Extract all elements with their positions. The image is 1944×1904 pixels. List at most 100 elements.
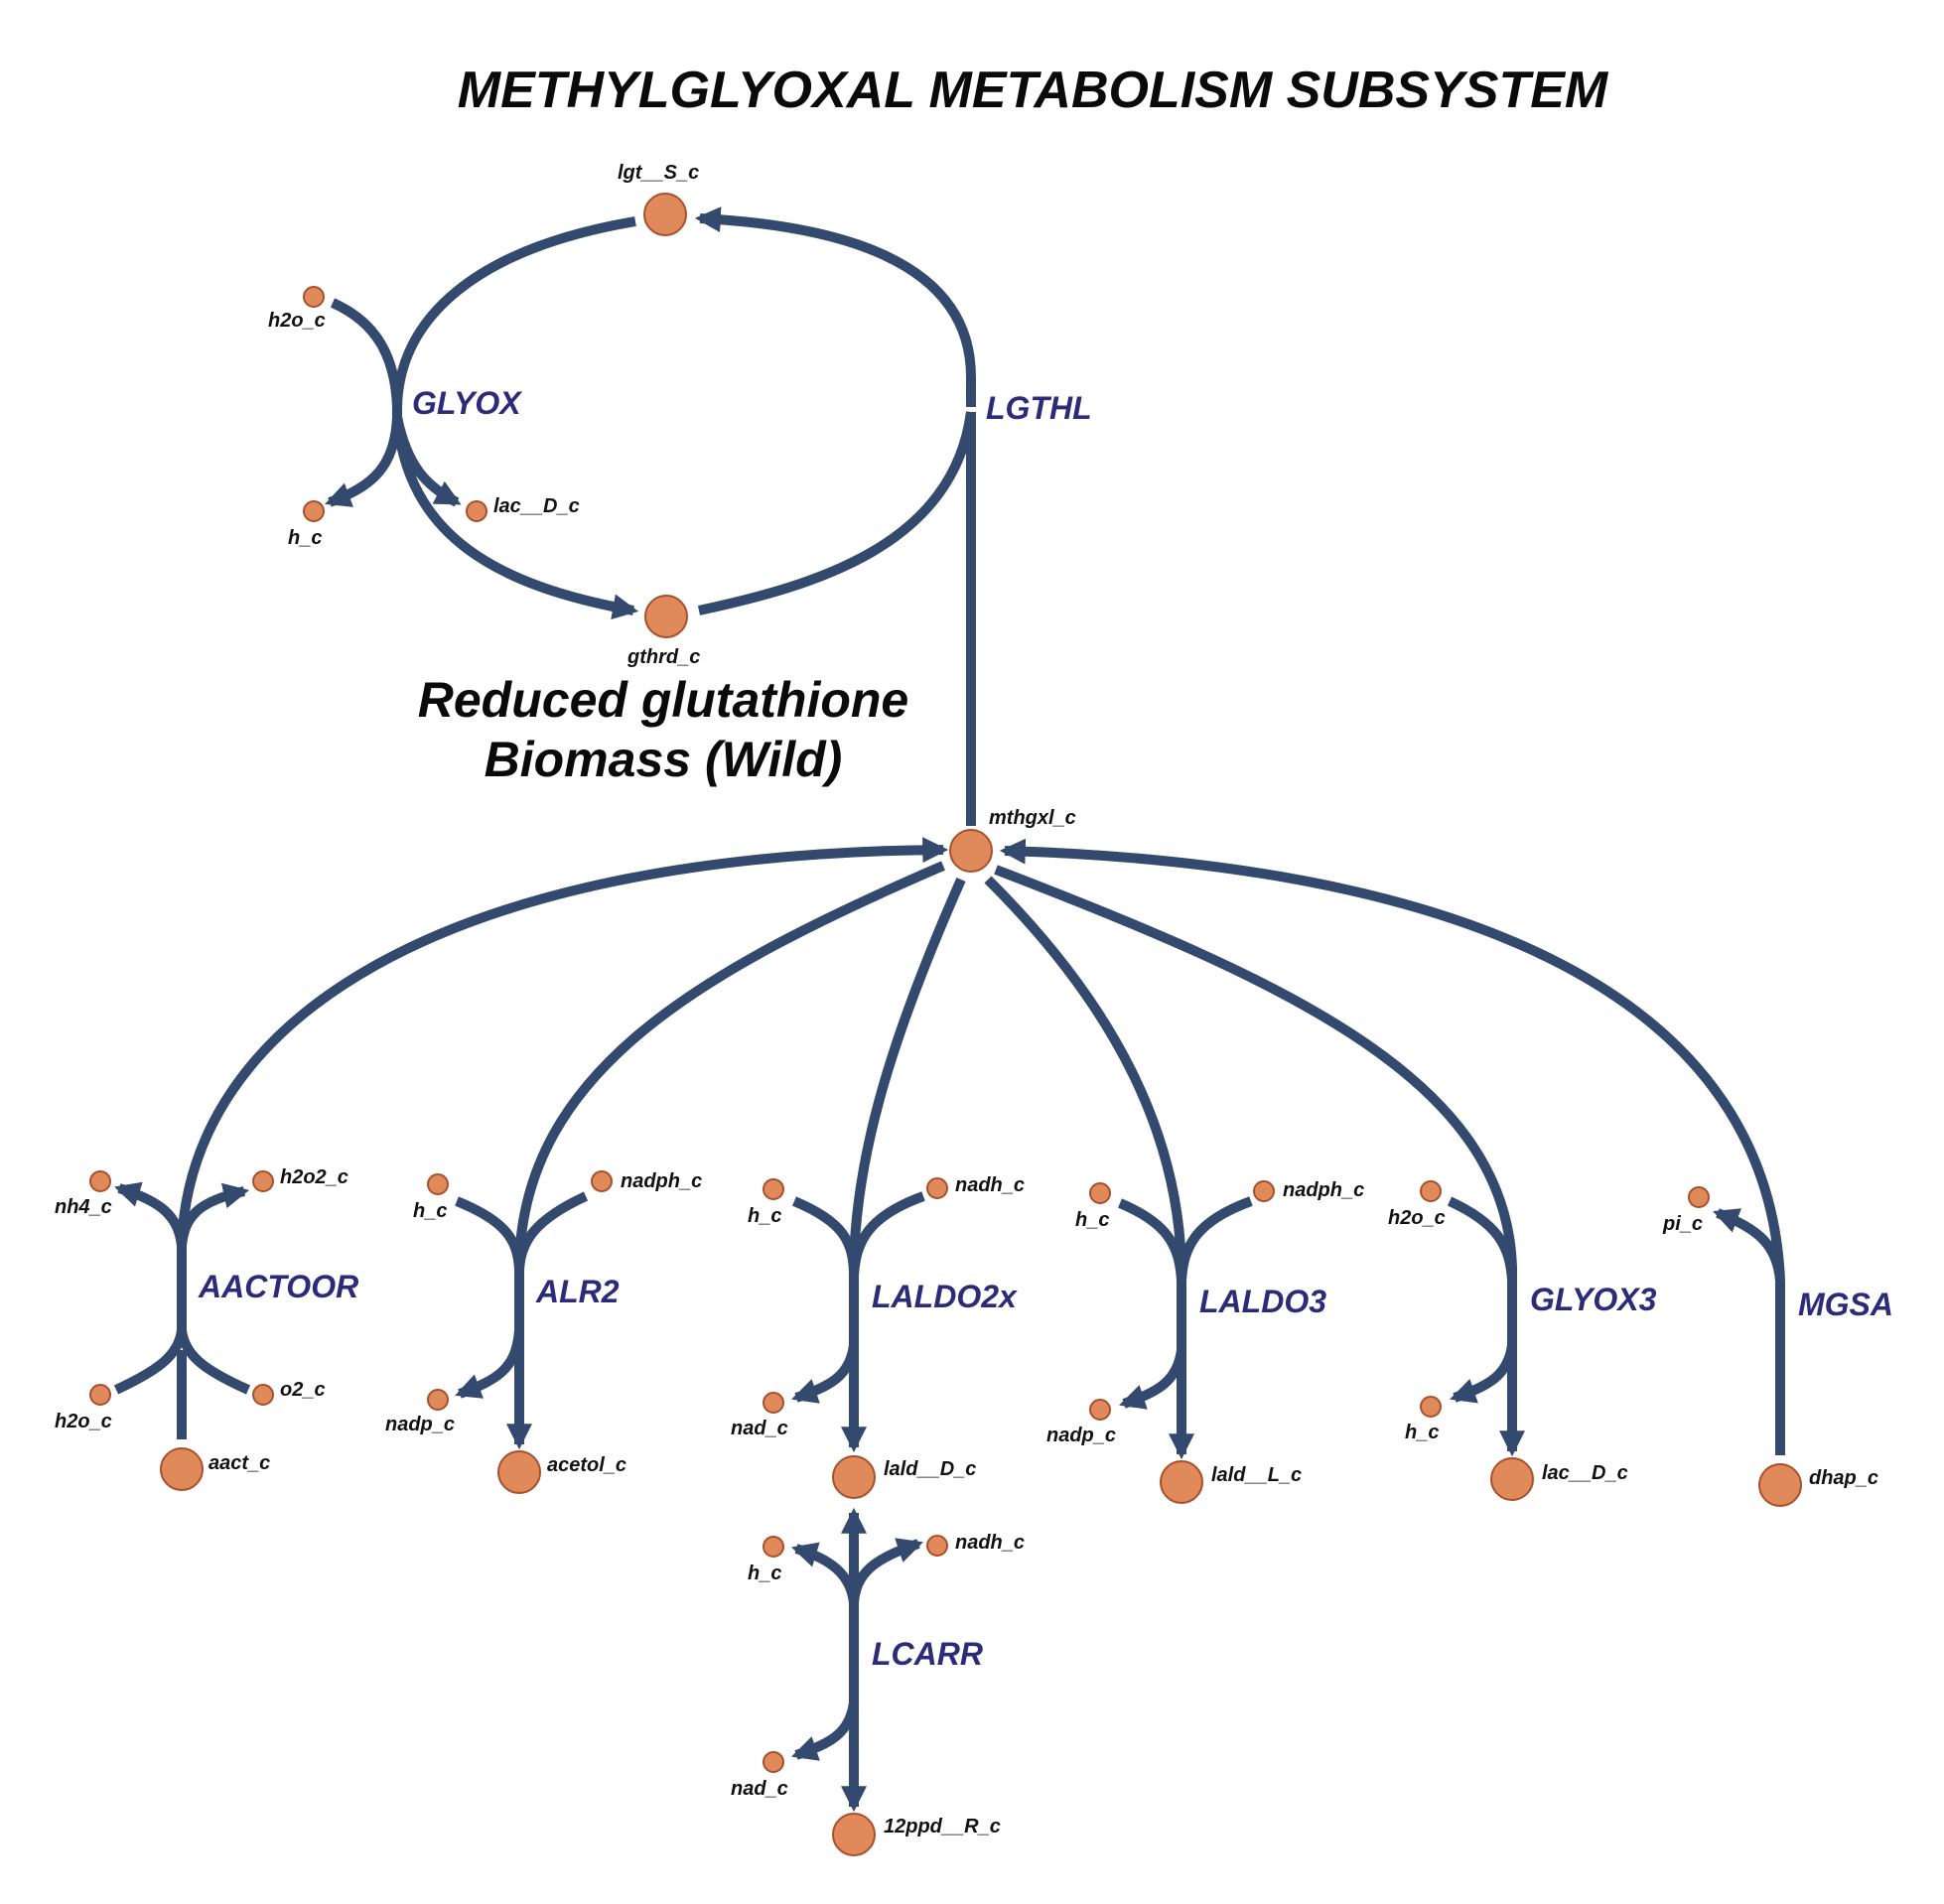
node-aa-o2[interactable] [252, 1384, 274, 1406]
label-glyox-h: h_c [288, 527, 322, 549]
caption-line-2: Biomass (Wild) [485, 732, 843, 787]
node-lgt-S-c[interactable] [643, 193, 687, 236]
label-alr-nadph: nadph_c [621, 1170, 702, 1192]
edge-lcarr-nad[interactable] [791, 1701, 859, 1761]
reaction-aactoor[interactable]: AACTOOR [198, 1269, 358, 1304]
edges [113, 206, 1785, 1813]
label-l3-nadph: nadph_c [1283, 1179, 1364, 1201]
node-12ppd-R-c[interactable] [832, 1813, 876, 1856]
node-glyox-h2o[interactable] [303, 286, 325, 308]
diagram-title: METHYLGLYOXAL METABOLISM SUBSYSTEM [458, 62, 1609, 119]
edge-alr2-mthgxl[interactable] [514, 861, 945, 1262]
node-mthgxl-c[interactable] [949, 829, 993, 873]
label-glyox-lac: lac__D_c [493, 495, 580, 517]
node-gthrd-c[interactable] [644, 595, 688, 638]
edge-glyox-h[interactable] [325, 416, 402, 507]
label-lald-L-c: lald__L_c [1211, 1464, 1302, 1486]
reaction-lcarr[interactable]: LCARR [872, 1636, 983, 1672]
edge-laldo2x-nadh[interactable] [849, 1191, 925, 1277]
node-l3-h[interactable] [1089, 1182, 1111, 1204]
edge-aactoor-nh4[interactable] [114, 1181, 187, 1247]
edge-lgthl-gthrd[interactable] [697, 411, 976, 615]
reaction-laldo3[interactable]: LALDO3 [1199, 1284, 1326, 1319]
edge-mgsa-mthgxl[interactable] [999, 838, 1785, 1282]
node-lac-D-c[interactable] [1490, 1457, 1534, 1501]
node-l3-nadp[interactable] [1089, 1399, 1111, 1421]
node-aact-c[interactable] [160, 1447, 204, 1491]
edge-lgthl-lgt-arc[interactable] [694, 206, 976, 378]
node-aa-h2o2[interactable] [252, 1170, 274, 1192]
node-lald-L-c[interactable] [1160, 1460, 1203, 1504]
node-alr-nadph[interactable] [591, 1170, 613, 1192]
node-lc-h[interactable] [763, 1536, 784, 1558]
label-aa-h2o: h2o_c [55, 1411, 112, 1432]
node-l2-nadh[interactable] [926, 1177, 948, 1199]
edge-aactoor-h2o[interactable] [113, 1329, 187, 1395]
label-l3-h: h_c [1075, 1209, 1109, 1231]
edge-aactoor-o2[interactable] [177, 1329, 251, 1395]
edge-lcarr-h[interactable] [791, 1542, 859, 1604]
edge-laldo3-mthgxl[interactable] [984, 876, 1186, 1272]
node-alr-nadp[interactable] [427, 1389, 449, 1411]
label-aa-h2o2: h2o2_c [280, 1166, 348, 1188]
metabolite-labels: lgt__S_c gthrd_c mthgxl_c h2o_c h_c lac_… [55, 162, 1878, 1837]
edge-laldo2x-h[interactable] [792, 1196, 859, 1277]
reaction-alr2[interactable]: ALR2 [535, 1274, 620, 1309]
node-g3-h2o[interactable] [1420, 1180, 1442, 1202]
node-acetol-c[interactable] [497, 1450, 541, 1494]
edge-glyox-h2o[interactable] [330, 298, 402, 408]
label-mg-pi: pi_c [1662, 1213, 1703, 1235]
label-l2-nadh: nadh_c [955, 1174, 1025, 1196]
reaction-lgthl[interactable]: LGTHL [986, 390, 1092, 426]
node-alr-h[interactable] [427, 1173, 449, 1195]
reaction-glyox[interactable]: GLYOX [412, 385, 522, 421]
node-glyox-h[interactable] [303, 500, 325, 522]
label-g3-h: h_c [1405, 1422, 1439, 1443]
reaction-glyox3[interactable]: GLYOX3 [1530, 1282, 1657, 1317]
reaction-laldo2x[interactable]: LALDO2x [872, 1279, 1018, 1314]
label-gthrd-c: gthrd_c [626, 646, 700, 668]
node-l2-h[interactable] [763, 1178, 784, 1200]
edge-alr2-h[interactable] [455, 1196, 524, 1272]
edge-alr2-nadp[interactable] [455, 1329, 524, 1399]
label-l2-nad: nad_c [731, 1418, 788, 1439]
node-l3-nadph[interactable] [1253, 1180, 1275, 1202]
edge-aactoor-mthgxl[interactable] [177, 837, 949, 1247]
node-aa-h2o[interactable] [89, 1384, 111, 1406]
node-mg-pi[interactable] [1688, 1186, 1710, 1208]
node-lald-D-c[interactable] [832, 1455, 876, 1499]
edge-laldo2x-nad[interactable] [791, 1344, 859, 1404]
node-g3-h[interactable] [1420, 1396, 1442, 1418]
label-lc-nad: nad_c [731, 1778, 788, 1800]
label-aa-o2: o2_c [280, 1379, 326, 1401]
node-lc-nadh[interactable] [926, 1535, 948, 1557]
node-glyox-lac[interactable] [466, 500, 487, 522]
label-alr-h: h_c [413, 1200, 447, 1222]
label-lald-D-c: lald__D_c [884, 1458, 976, 1480]
label-lc-h: h_c [748, 1563, 781, 1584]
edge-laldo3-nadph[interactable] [1177, 1196, 1253, 1282]
label-aact-c: aact_c [208, 1452, 270, 1474]
reaction-mgsa[interactable]: MGSA [1798, 1287, 1893, 1322]
edge-glyox-lgt[interactable] [392, 216, 636, 408]
node-lc-nad[interactable] [763, 1751, 784, 1773]
label-acetol-c: acetol_c [547, 1454, 626, 1476]
edge-glyox3-h[interactable] [1450, 1344, 1517, 1404]
label-glyox-h2o: h2o_c [268, 310, 326, 332]
node-dhap-c[interactable] [1758, 1463, 1802, 1507]
edge-glyox-gthrd[interactable] [392, 416, 639, 620]
label-alr-nadp: nadp_c [385, 1414, 455, 1435]
edge-laldo3-nadp[interactable] [1119, 1349, 1186, 1410]
label-12ppd-R-c: 12ppd__R_c [884, 1816, 1001, 1837]
label-l2-h: h_c [748, 1205, 781, 1227]
node-l2-nad[interactable] [763, 1392, 784, 1414]
label-mthgxl-c: mthgxl_c [989, 807, 1076, 829]
label-g3-h2o: h2o_c [1388, 1207, 1446, 1229]
edge-lcarr-nadh[interactable] [849, 1538, 923, 1604]
edge-glyox3-mthgxl[interactable] [994, 865, 1517, 1272]
label-l3-nadp: nadp_c [1046, 1425, 1116, 1446]
node-aa-nh4[interactable] [89, 1170, 111, 1192]
edge-laldo2x-mthgxl[interactable] [849, 877, 966, 1267]
label-dhap-c: dhap_c [1809, 1467, 1878, 1489]
